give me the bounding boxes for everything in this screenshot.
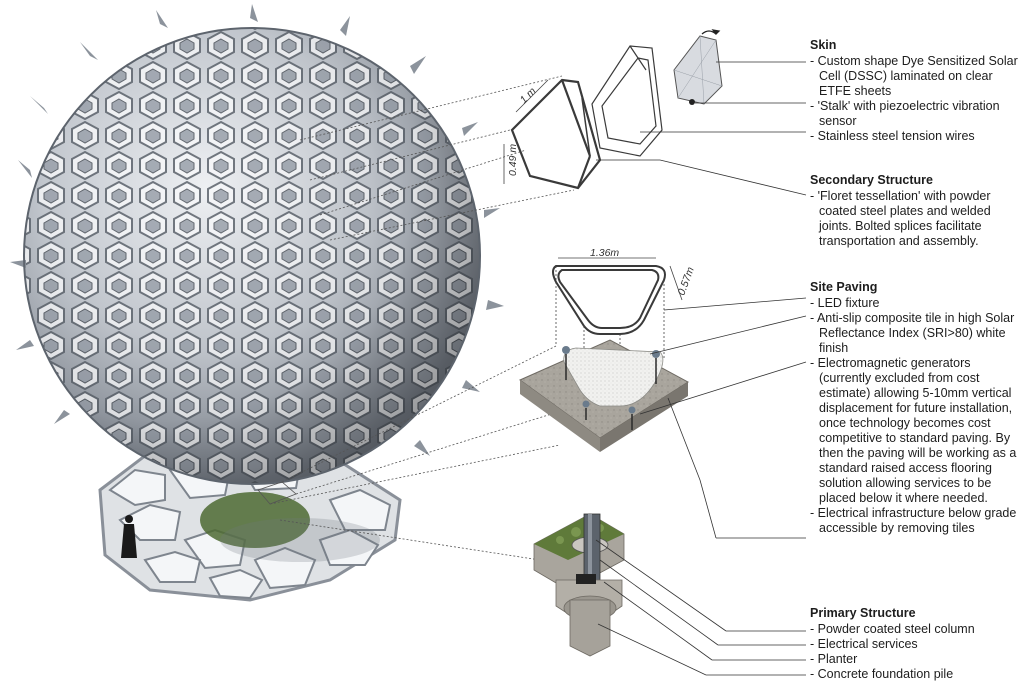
primary-structure-list: Powder coated steel column Electrical se… [810,622,1020,682]
secondary-structure-label-block: Secondary Structure 'Floret tessellation… [810,173,1020,249]
paving-tile-outline [552,265,666,335]
list-item: Planter [810,652,1020,667]
paving-base-slab [519,339,689,452]
list-item: Stainless steel tension wires [810,129,1020,144]
dssc-panel [673,35,723,105]
list-item: Electromagnetic generators (currently ex… [810,356,1020,506]
skin-callout-lines [299,75,575,241]
primary-structure-cutaway [533,513,625,657]
tile-width-dim: 0.57m [676,265,697,297]
list-item: 'Stalk' with piezoelectric vibration sen… [810,99,1020,129]
secondary-structure-list: 'Floret tessellation' with powder coated… [810,189,1020,249]
list-item: Custom shape Dye Sensitized Solar Cell (… [810,54,1020,99]
secondary-structure-title: Secondary Structure [810,173,933,187]
list-item: 'Floret tessellation' with powder coated… [810,189,1020,249]
skin-leaders [596,61,807,196]
primary-leaders [595,539,806,676]
skin-length-dim: 1 m [518,85,539,106]
skin-title: Skin [810,38,837,52]
primary-structure-title: Primary Structure [810,606,916,620]
solar-cell-outline [591,45,663,157]
skin-width-dim: 0.49 m [507,144,519,176]
rotation-arrow-icon [701,29,721,35]
skin-label-block: Skin Custom shape Dye Sensitized Solar C… [810,38,1020,144]
skin-list: Custom shape Dye Sensitized Solar Cell (… [810,54,1020,144]
skin-frame-stalk [581,97,591,157]
site-paving-title: Site Paving [810,280,878,294]
list-item: Electrical infrastructure below grade ac… [810,506,1020,536]
list-item: Concrete foundation pile [810,667,1020,682]
person-silhouette [121,515,137,558]
sphere-canopy [10,4,504,485]
skin-dim-lines [503,79,549,184]
list-item: Electrical services [810,637,1020,652]
primary-structure-label-block: Primary Structure Powder coated steel co… [810,606,1020,682]
list-item: LED fixture [810,296,1020,311]
site-paving-list: LED fixture Anti-slip composite tile in … [810,296,1020,536]
site-paving-label-block: Site Paving LED fixture Anti-slip compos… [810,280,1020,536]
paving-leaders [639,297,807,539]
list-item: Anti-slip composite tile in high Solar R… [810,311,1020,356]
tile-length-dim: 1.36m [590,247,619,259]
skin-frame [510,78,602,190]
list-item: Powder coated steel column [810,622,1020,637]
